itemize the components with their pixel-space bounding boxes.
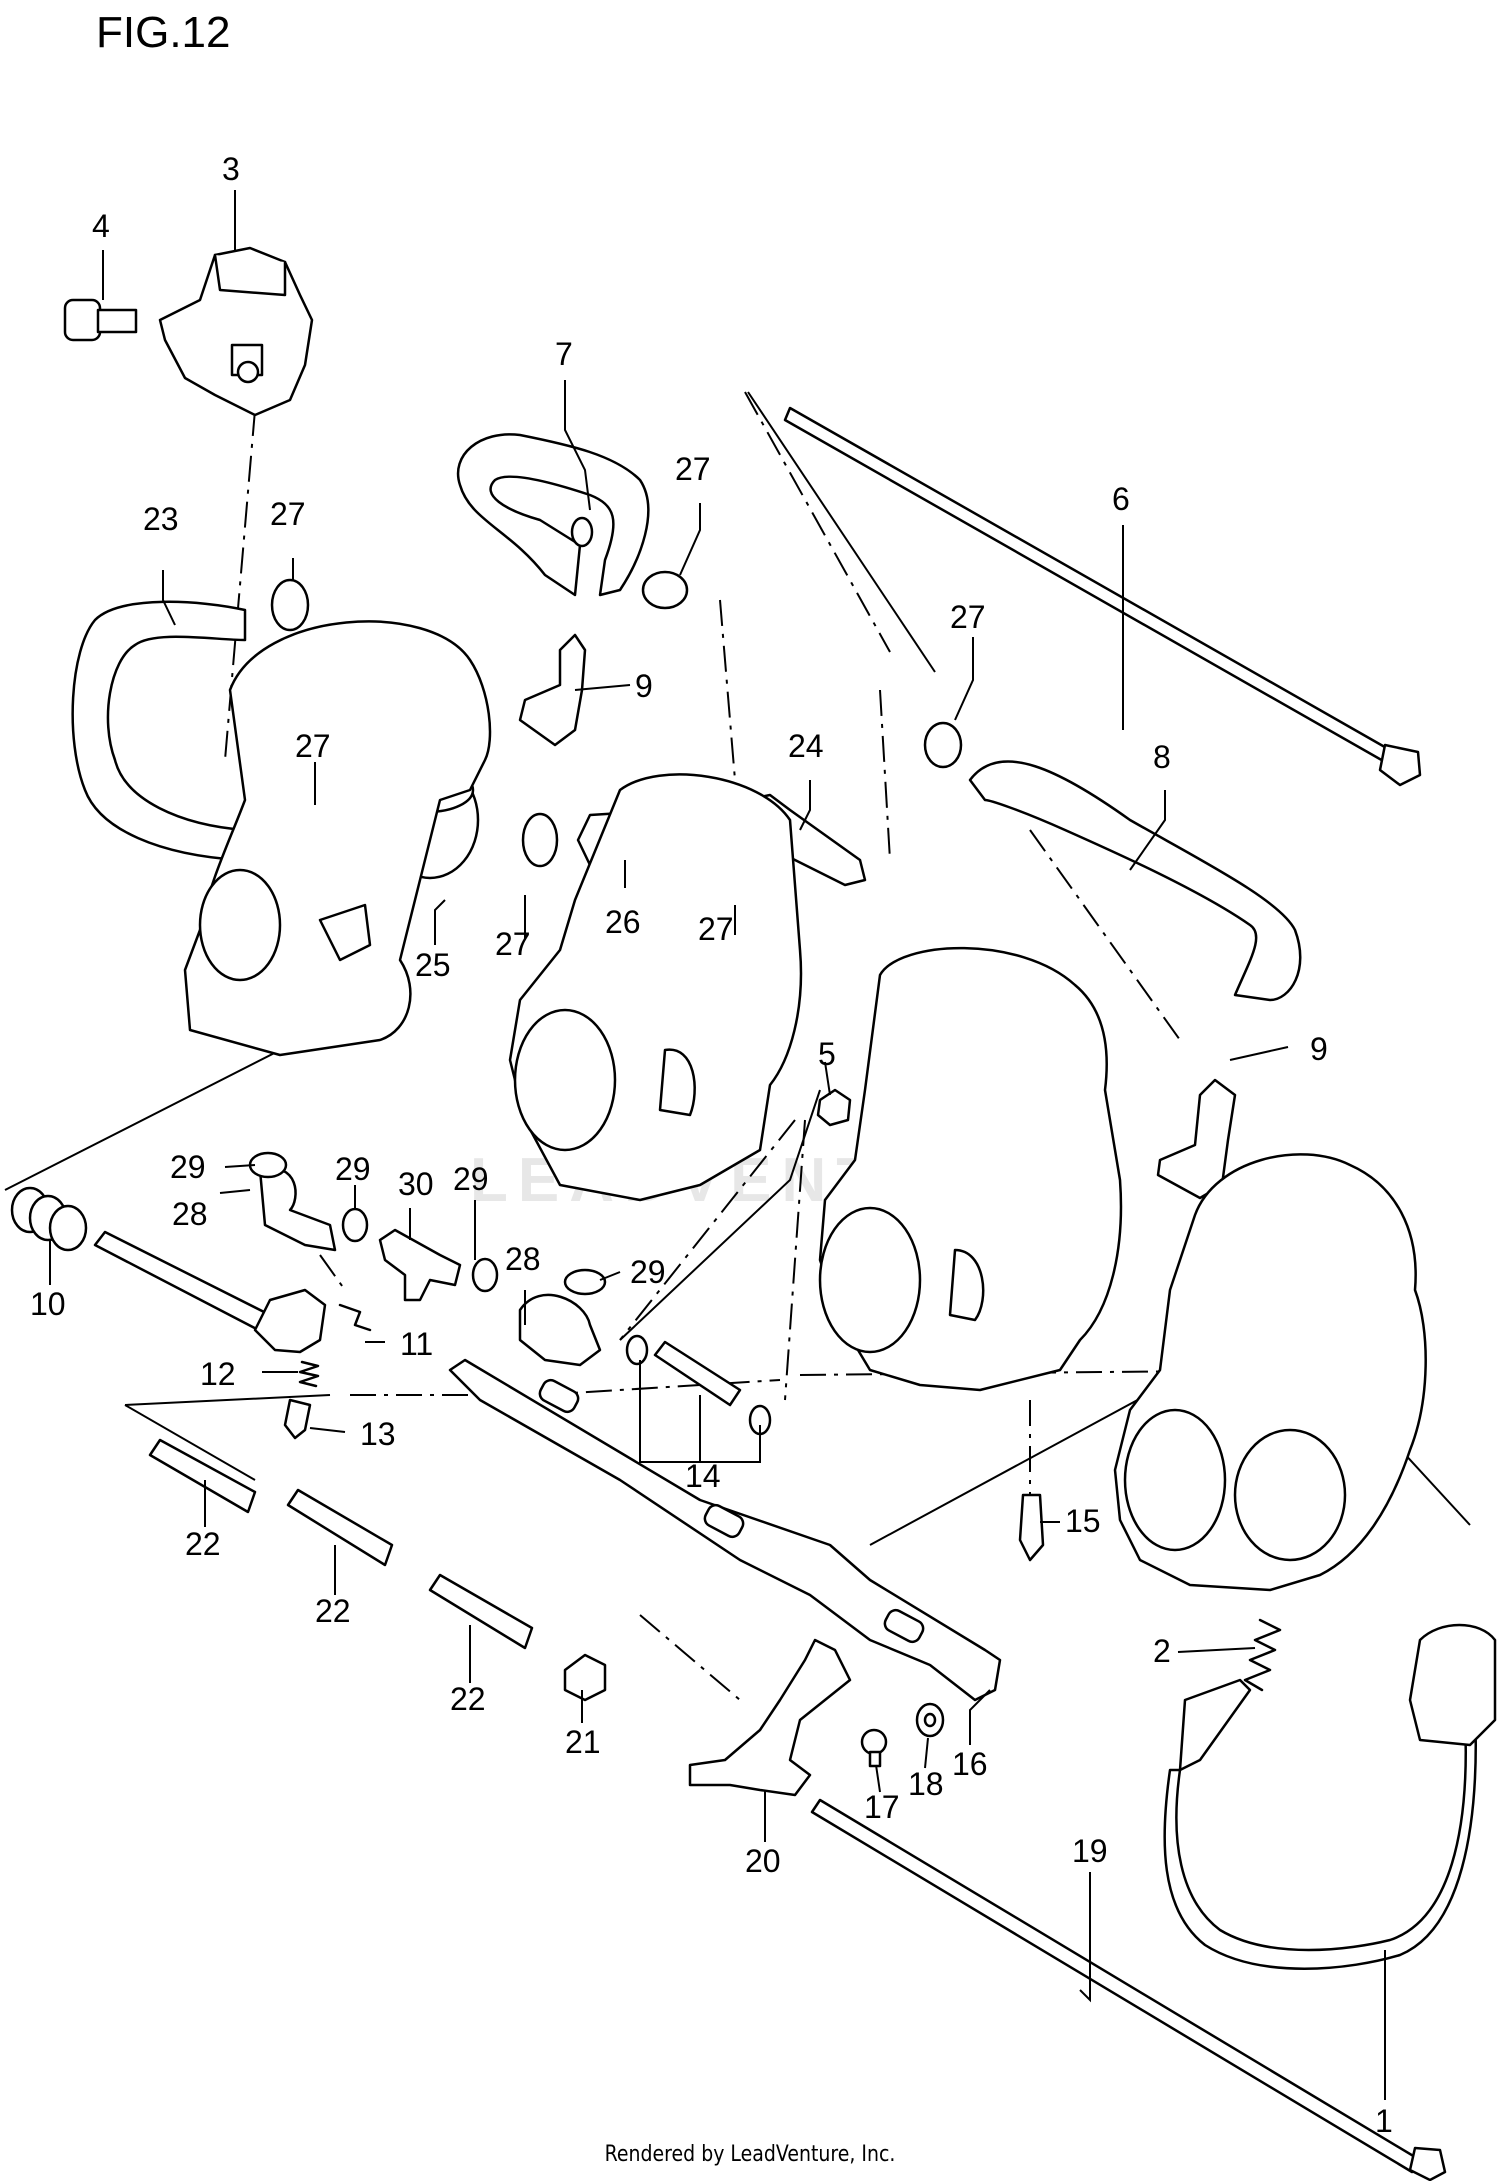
part-23-hose <box>71 600 247 862</box>
callout-30: 30 <box>398 1166 434 1202</box>
callout-10: 10 <box>30 1286 66 1322</box>
callout-17: 17 <box>864 1789 900 1825</box>
callout-25: 25 <box>415 947 451 983</box>
callout-11: 11 <box>400 1326 433 1362</box>
part-15-screw <box>1018 1493 1045 1562</box>
callout-27: 27 <box>698 911 734 947</box>
carburetor-1 <box>183 620 492 1057</box>
callout-3: 3 <box>222 151 240 187</box>
part-8-hose <box>968 760 1302 1002</box>
part-30-tee <box>378 1228 462 1302</box>
callout-23: 23 <box>143 501 179 537</box>
callout-24: 24 <box>788 728 824 764</box>
carburetor-2 <box>508 773 803 1202</box>
part-19-rod <box>810 1798 1447 2181</box>
callout-9: 9 <box>635 668 653 704</box>
callout-12: 12 <box>200 1356 236 1392</box>
part-4-bolt <box>63 298 138 342</box>
callout-2: 2 <box>1153 1633 1171 1669</box>
callout-21: 21 <box>565 1724 601 1760</box>
callout-13: 13 <box>360 1416 396 1452</box>
part-28-hose-upper <box>258 1167 337 1252</box>
part-2-spring <box>1178 1618 1282 1772</box>
part-22-sleeves <box>148 1438 534 1650</box>
callout-19: 19 <box>1072 1833 1108 1869</box>
part-5-collar <box>816 1088 852 1127</box>
part-7-hose <box>456 433 650 597</box>
part-18-washer <box>915 1702 945 1738</box>
callout-29: 29 <box>453 1161 489 1197</box>
part-20-bracket <box>688 1638 852 1797</box>
callout-9: 9 <box>1310 1031 1328 1067</box>
carburetor-3 <box>818 946 1123 1392</box>
callout-28: 28 <box>505 1241 541 1277</box>
carburetor-4 <box>1113 1153 1427 1592</box>
part-12-spring <box>298 1360 320 1388</box>
part-13-screw <box>283 1398 312 1440</box>
callout-22: 22 <box>185 1526 221 1562</box>
callout-27: 27 <box>675 451 711 487</box>
callout-22: 22 <box>315 1593 351 1629</box>
callout-5: 5 <box>818 1036 836 1072</box>
part-16-plate <box>448 1358 1002 1702</box>
callout-14: 14 <box>685 1458 721 1494</box>
callout-20: 20 <box>745 1843 781 1879</box>
callout-4: 4 <box>92 208 110 244</box>
figure-title: FIG.12 <box>96 8 231 57</box>
callout-18: 18 <box>908 1766 944 1802</box>
callout-labels: 3 4 7 27 6 23 27 9 27 27 24 8 25 26 27 2… <box>30 151 1393 2139</box>
part-6-rod <box>783 406 1422 787</box>
callout-27: 27 <box>295 728 331 764</box>
callout-15: 15 <box>1065 1503 1101 1539</box>
footer-credit: Rendered by LeadVenture, Inc. <box>604 2142 896 2167</box>
callout-16: 16 <box>952 1746 988 1782</box>
leader-lines <box>49 190 1386 2100</box>
part-21-collar <box>563 1653 607 1702</box>
callout-29: 29 <box>630 1254 666 1290</box>
callout-7: 7 <box>555 336 573 372</box>
part-28-hose-lower <box>518 1293 602 1367</box>
long-tube <box>93 1230 282 1338</box>
callout-26: 26 <box>605 904 641 940</box>
callout-28: 28 <box>172 1196 208 1232</box>
callout-29: 29 <box>335 1151 371 1187</box>
part-29-clips <box>248 1151 607 1296</box>
callout-27: 27 <box>270 496 306 532</box>
callout-1: 1 <box>1375 2103 1393 2139</box>
part-14-tube <box>625 1334 772 1436</box>
callout-27: 27 <box>495 926 531 962</box>
part-17-screw <box>860 1728 888 1768</box>
part-9-fitting-lower <box>1156 1078 1237 1200</box>
callout-22: 22 <box>450 1681 486 1717</box>
callout-29: 29 <box>170 1149 206 1185</box>
part-9-fitting-upper <box>518 633 587 747</box>
part-3-sensor <box>158 246 314 417</box>
part-10-seals <box>10 1186 88 1252</box>
callout-8: 8 <box>1153 739 1171 775</box>
part-1-cable <box>1163 1623 1497 1970</box>
part-11-bracket <box>253 1288 372 1354</box>
callout-6: 6 <box>1112 481 1130 517</box>
callout-27: 27 <box>950 599 986 635</box>
